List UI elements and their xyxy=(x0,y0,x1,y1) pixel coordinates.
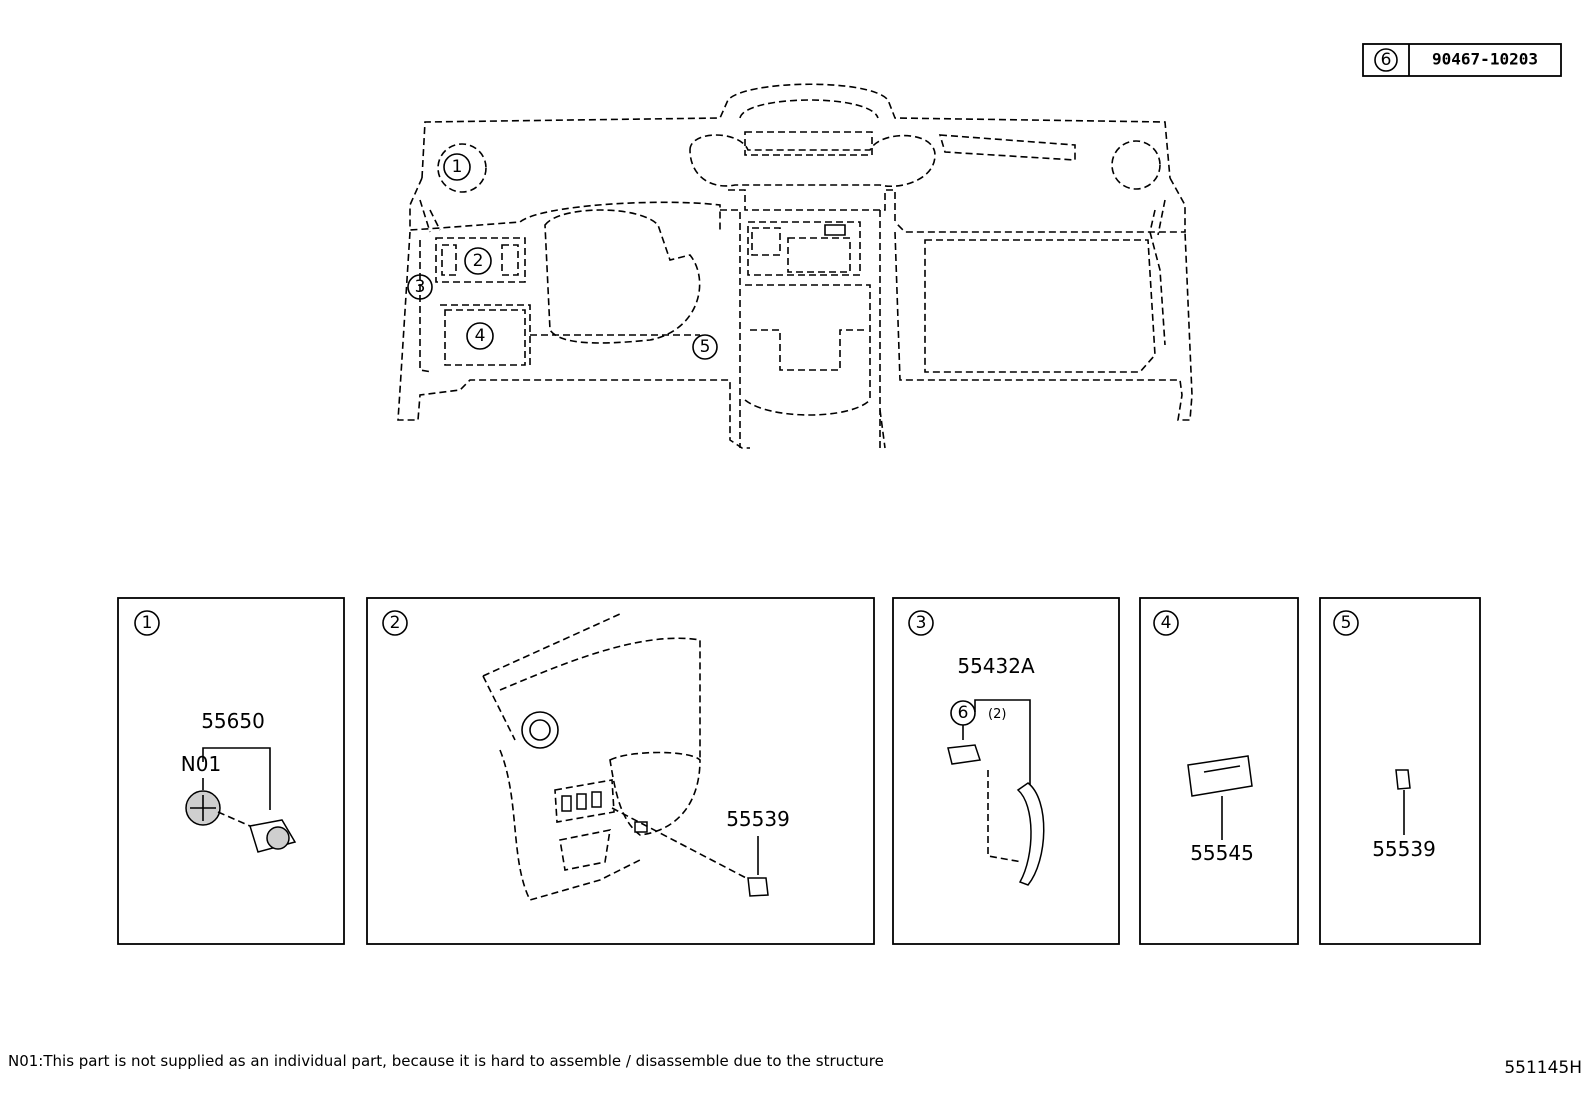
panel-4-part-55545: 55545 xyxy=(1190,841,1254,865)
diagram-code: 551145H xyxy=(1504,1058,1582,1078)
detail-panel-5: 5 55539 xyxy=(1319,597,1481,945)
detail-panel-1: 1 55650 N01 xyxy=(117,597,345,945)
panel-5-index: 5 xyxy=(1341,613,1352,633)
detail-panel-3: 3 55432A 6 (2) xyxy=(892,597,1120,945)
reference-part-number: 90467-10203 xyxy=(1432,50,1538,69)
panel-1-index: 1 xyxy=(142,613,153,633)
dash-callout-5: 5 xyxy=(700,337,711,357)
panel-3-part-55432a: 55432A xyxy=(957,654,1035,678)
dash-callout-3: 3 xyxy=(415,277,426,297)
dash-callout-1: 1 xyxy=(452,157,463,177)
panel-1-part-55650: 55650 xyxy=(201,709,265,733)
panel-3-qty: (2) xyxy=(988,707,1006,722)
dash-callout-4: 4 xyxy=(475,326,486,346)
reference-index: 6 xyxy=(1381,50,1392,70)
reference-table: 6 90467-10203 xyxy=(1362,43,1562,77)
dash-callout-2: 2 xyxy=(473,251,484,271)
detail-panel-4: 4 55545 xyxy=(1139,597,1299,945)
panel-5-part-55539: 55539 xyxy=(1372,837,1436,861)
footnote: N01:This part is not supplied as an indi… xyxy=(8,1052,884,1070)
detail-panel-2: 2 55539 xyxy=(366,597,875,945)
panel-4-index: 4 xyxy=(1161,613,1172,633)
panel-1-part-n01: N01 xyxy=(181,752,221,776)
panel-3-index: 3 xyxy=(916,613,927,633)
dashboard-overview: 1 2 3 4 5 xyxy=(397,83,1193,449)
panel-3-part-6-ref: 6 xyxy=(958,703,969,723)
panel-2-part-55539: 55539 xyxy=(726,807,790,831)
panel-2-index: 2 xyxy=(390,613,401,633)
